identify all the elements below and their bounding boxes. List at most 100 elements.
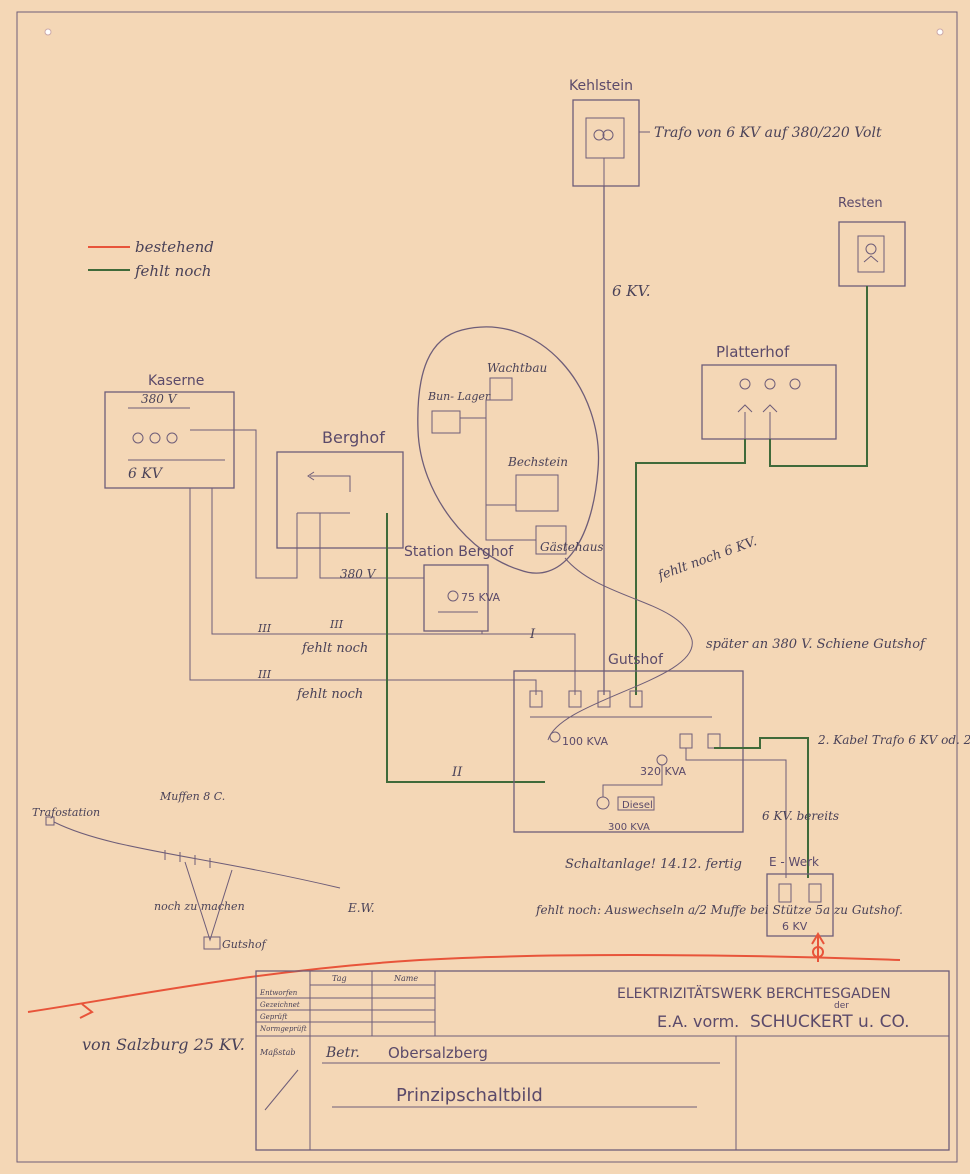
line-berghof-kaserne <box>255 452 298 579</box>
line-gutshof-ewerk-cable <box>714 737 809 878</box>
incoming-25kv-arrow <box>79 1003 94 1019</box>
kaserne-node: Kaserne 380 V 6 KV <box>104 373 235 489</box>
title-block-col-tag: Tag <box>332 974 347 983</box>
station-berghof-box <box>423 564 489 632</box>
overview-branch <box>184 861 233 942</box>
kehlstein-box <box>572 99 640 187</box>
note-fehlt-noch-2: fehlt noch <box>296 687 363 702</box>
ewerk-box <box>766 873 834 937</box>
title-block-massstab: Maßstab <box>259 1048 296 1057</box>
gutshof-320kva: 320 KVA <box>640 765 687 778</box>
switch-icon <box>597 690 611 708</box>
line-kaserne-berghof-380v <box>190 429 257 452</box>
kehlstein-note: Trafo von 6 KV auf 380/220 Volt <box>654 125 882 141</box>
berghof-area-outline <box>417 326 600 574</box>
switch-icon <box>629 690 643 708</box>
wachtbau-box <box>489 377 513 401</box>
wachtbau-label: Wachtbau <box>487 361 547 375</box>
line-platterhof-resten <box>769 286 868 467</box>
switch-icon <box>568 690 582 708</box>
transformer-icon <box>166 432 178 444</box>
pin-hole-left <box>44 28 52 36</box>
transformer-icon <box>656 754 668 766</box>
company-name-1: ELEKTRIZITÄTSWERK BERCHTESGADEN <box>617 984 891 1002</box>
overview-gutshof-marker <box>203 936 221 950</box>
platterhof-label: Platterhof <box>716 343 790 361</box>
note-fehlt-noch-long: fehlt noch: Auswechseln a/2 Muffe bei St… <box>535 903 903 917</box>
gaestehaus-label: Gästehaus <box>540 540 604 554</box>
roman-3-mark: III <box>329 618 344 631</box>
line-kaserne-gutshof-3a <box>211 488 576 695</box>
overview-muffen: Muffen 8 C. <box>159 790 225 803</box>
resten-label: Resten <box>838 196 883 211</box>
kaserne-kv: 6 KV <box>128 466 164 482</box>
kaserne-label: Kaserne <box>148 373 204 389</box>
roman-3b: III <box>257 668 272 681</box>
sheet-border <box>16 11 958 1163</box>
overview-noch: noch zu machen <box>154 900 245 913</box>
note-fehlt-noch-6kv: fehlt noch 6 KV. <box>655 534 759 584</box>
station-berghof-node: Station Berghof 75 KVA <box>404 544 514 632</box>
roman-1: I <box>529 627 536 642</box>
resten-box <box>838 221 906 287</box>
fuse-icon <box>863 255 879 263</box>
resten-node: Resten <box>838 196 906 287</box>
overview-line <box>53 821 341 889</box>
transformer-icon <box>764 378 776 390</box>
switch-icon <box>778 883 792 903</box>
transformer-icon <box>447 590 459 602</box>
incoming-25kv-line <box>27 954 901 1013</box>
note-6kv-bereits: 6 KV. bereits <box>762 809 839 823</box>
transformer-icon <box>549 731 561 743</box>
roman-3a: III <box>257 622 272 635</box>
drawing-title: Prinzipschaltbild <box>396 1085 543 1106</box>
company-der: der <box>834 1001 849 1011</box>
switch-icon <box>707 733 721 749</box>
transformer-icon <box>789 378 801 390</box>
overview-tick-marks <box>164 850 211 868</box>
title-block-row-label: Gezeichnet <box>260 1001 300 1009</box>
berghof-area-wiring <box>460 399 536 541</box>
betr-label: Betr. <box>325 1045 360 1061</box>
annotation-6kv: 6 KV. <box>612 282 651 300</box>
title-block-row-label: Normgeprüft <box>259 1025 307 1033</box>
note-von-salzburg: von Salzburg 25 KV. <box>82 1035 245 1054</box>
overview-sketch: Trafostation Muffen 8 C. Gutshof noch zu… <box>32 790 375 951</box>
berghof-internal-line <box>310 475 351 492</box>
gutshof-100kva: 100 KVA <box>562 735 609 748</box>
line-berghof-station <box>319 513 424 579</box>
annotation-380v: 380 V <box>340 567 377 581</box>
kaserne-voltage: 380 V <box>141 392 178 406</box>
company-name-2a: E.A. vorm. <box>657 1012 739 1031</box>
legend: bestehend fehlt noch <box>88 238 214 280</box>
note-fehlt-noch-1: fehlt noch <box>301 641 368 656</box>
trafostation-marker <box>45 816 55 826</box>
kehlstein-transformer-frame <box>585 117 625 159</box>
line-gutshof-ewerk <box>685 748 787 878</box>
title-block-frame <box>255 970 950 1151</box>
kaserne-box <box>104 391 235 489</box>
arrow-icon <box>307 471 315 481</box>
platterhof-box <box>701 364 837 440</box>
berghof-box <box>276 451 404 549</box>
generator-icon <box>596 796 610 810</box>
bunker-box <box>431 410 461 434</box>
transformer-icon <box>739 378 751 390</box>
resten-transformer-frame <box>857 235 885 273</box>
title-block-col-name: Name <box>393 974 418 983</box>
berghof-label: Berghof <box>322 428 385 447</box>
gutshof-node: Gutshof 100 KVA 320 KVA Diesel 300 KVA <box>513 652 744 833</box>
ewerk-kv: 6 KV <box>782 920 808 933</box>
transformer-icon <box>149 432 161 444</box>
berghof-area-group: Wachtbau Bun- Lager Bechstein Gästehaus <box>417 326 604 574</box>
overview-gutshof: Gutshof <box>222 938 268 951</box>
roman-2: II <box>451 765 463 780</box>
bechstein-box <box>515 474 559 512</box>
legend-missing-label: fehlt noch <box>134 262 211 280</box>
kehlstein-label: Kehlstein <box>569 78 633 94</box>
diesel-wiring <box>602 765 663 797</box>
line-berghof-gutshof-2 <box>386 513 545 783</box>
fuse-icon <box>737 404 778 413</box>
line-platterhof-gutshof <box>635 439 746 695</box>
